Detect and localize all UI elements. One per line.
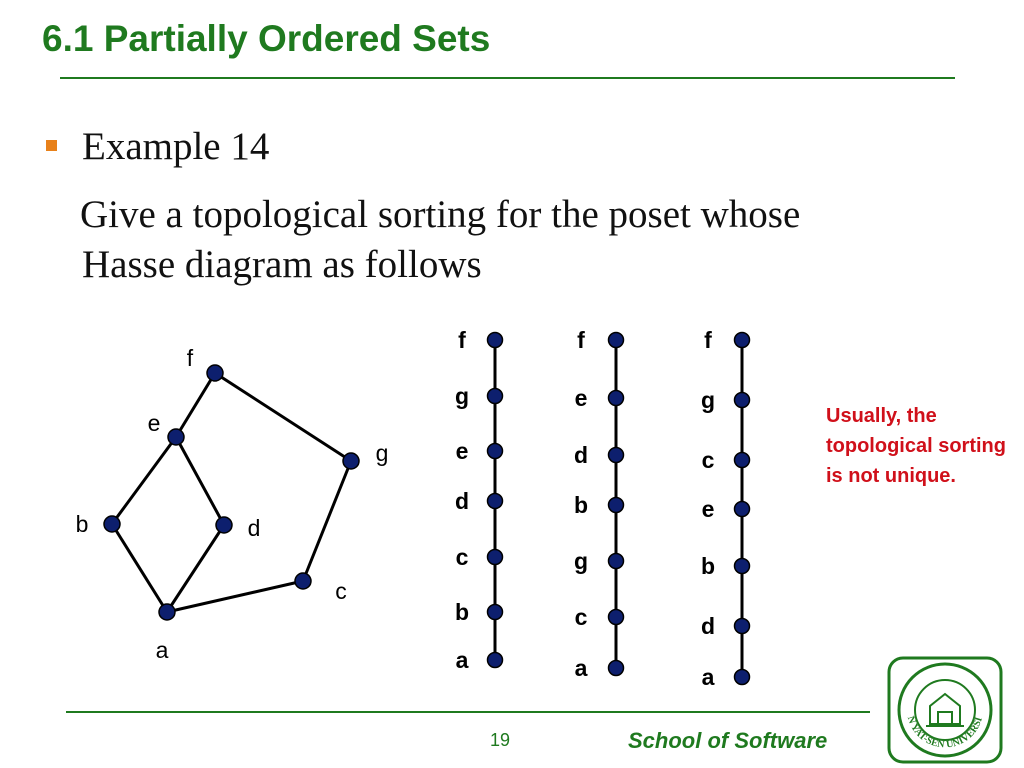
- sorting-1-node-a: [486, 651, 504, 669]
- sorting-2-label-g: g: [574, 548, 588, 574]
- sorting-2-node-f: [607, 331, 625, 349]
- sorting-1-node-d: [486, 492, 504, 510]
- sorting-3-node-f: [733, 331, 751, 349]
- problem-statement: Give a topological sorting for the poset…: [80, 190, 960, 290]
- hasse-label-a: a: [156, 637, 169, 663]
- hasse-diagram: a b c d e f g: [76, 345, 389, 663]
- university-seal-icon: SUN YAT-SEN UNIVERSITY: [886, 656, 1003, 764]
- example-heading: Example 14: [82, 125, 270, 168]
- hasse-node-f: [206, 364, 224, 382]
- problem-line-2: Hasse diagram as follows: [82, 243, 482, 286]
- sorting-2-node-g: [607, 552, 625, 570]
- sorting-3-label-g: g: [701, 387, 715, 413]
- hasse-edge-d-e: [174, 436, 226, 526]
- sorting-1-label-c: c: [456, 544, 469, 570]
- sorting-1-node-f: [486, 331, 504, 349]
- sorting-2-label-e: e: [575, 385, 588, 411]
- bullet-square-icon: [46, 140, 57, 151]
- sorting-1-label-e: e: [456, 438, 469, 464]
- sorting-1-label-d: d: [455, 488, 469, 514]
- problem-line-1: Give a topological sorting for the poset…: [80, 193, 801, 236]
- sorting-3-label-d: d: [701, 613, 715, 639]
- sorting-1-label-a: a: [456, 647, 469, 673]
- sorting-2-label-c: c: [575, 604, 588, 630]
- hasse-edge-g-f: [214, 371, 352, 463]
- sorting-3-label-e: e: [702, 496, 715, 522]
- hasse-node-g: [342, 452, 360, 470]
- footer-school: School of Software: [628, 728, 828, 753]
- hasse-edge-a-b: [110, 523, 169, 613]
- sorting-3-node-d: [733, 617, 751, 635]
- hasse-node-b: [103, 515, 121, 533]
- hasse-node-c: [294, 572, 312, 590]
- sorting-2-node-a: [607, 659, 625, 677]
- hasse-node-a: [158, 603, 176, 621]
- hasse-node-d: [215, 516, 233, 534]
- hasse-label-c: c: [335, 578, 347, 604]
- sorting-2-node-e: [607, 389, 625, 407]
- sorting-3-node-a: [733, 668, 751, 686]
- sorting-1-node-g: [486, 387, 504, 405]
- hasse-edge-e-f: [174, 372, 217, 438]
- sorting-3-label-b: b: [701, 553, 715, 579]
- sorting-2-label-a: a: [575, 655, 588, 681]
- hasse-label-f: f: [187, 345, 194, 371]
- slide-title: 6.1 Partially Ordered Sets: [42, 18, 491, 59]
- hasse-edge-c-g: [301, 460, 353, 582]
- hasse-edge-a-d: [165, 524, 226, 613]
- hasse-label-e: e: [148, 410, 161, 436]
- hasse-label-b: b: [76, 511, 89, 537]
- hasse-label-g: g: [376, 440, 389, 466]
- title-divider: [60, 77, 955, 79]
- sorting-3-label-a: a: [702, 664, 715, 690]
- sorting-3-node-e: [733, 500, 751, 518]
- page-number: 19: [490, 730, 511, 750]
- sorting-3-node-g: [733, 391, 751, 409]
- sorting-1-node-b: [486, 603, 504, 621]
- sorting-2-label-b: b: [574, 492, 588, 518]
- sorting-1-label-f: f: [458, 327, 466, 353]
- sorting-2-node-b: [607, 496, 625, 514]
- hasse-edge-a-c: [166, 579, 304, 614]
- hasse-edge-b-e: [110, 436, 178, 525]
- sorting-2-label-f: f: [577, 327, 585, 353]
- footer-divider: [66, 711, 870, 713]
- sorting-3-node-c: [733, 451, 751, 469]
- sorting-1-label-b: b: [455, 599, 469, 625]
- hasse-label-d: d: [248, 515, 261, 541]
- sorting-1-label-g: g: [455, 383, 469, 409]
- sorting-3-node-b: [733, 557, 751, 575]
- sorting-2-label-d: d: [574, 442, 588, 468]
- sorting-3-label-f: f: [704, 327, 712, 353]
- sorting-3-label-c: c: [702, 447, 715, 473]
- sorting-2-node-d: [607, 446, 625, 464]
- sorting-1-node-e: [486, 442, 504, 460]
- uniqueness-note: Usually, the topological sorting is not …: [826, 405, 1006, 487]
- sorting-2-node-c: [607, 608, 625, 626]
- hasse-node-e: [167, 428, 185, 446]
- sorting-1-node-c: [486, 548, 504, 566]
